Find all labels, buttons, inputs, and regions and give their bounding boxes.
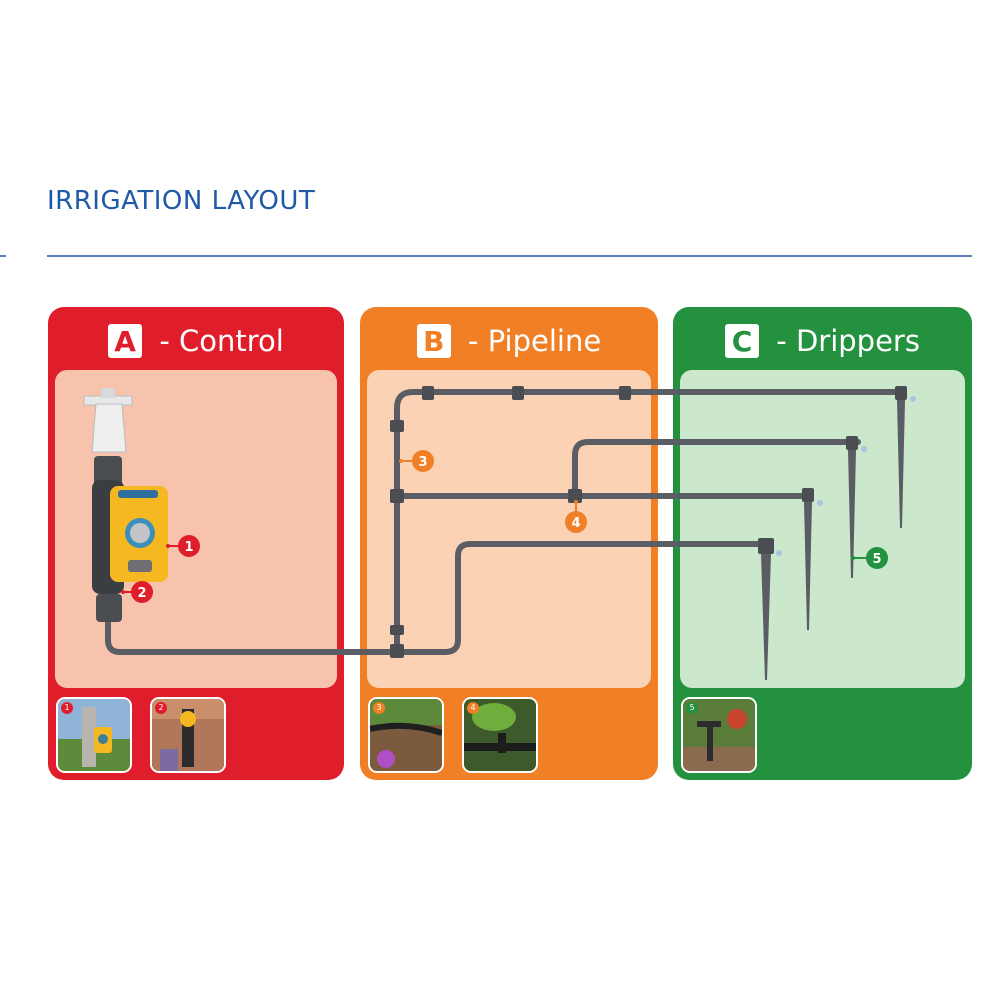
tap-icon xyxy=(91,403,127,453)
photo-tee-connector: 4 xyxy=(462,697,538,773)
panel-control-header: A - Control xyxy=(48,323,344,359)
photo-pipe-in-soil: 3 xyxy=(368,697,444,773)
photo-number: 3 xyxy=(373,702,385,714)
panel-pipeline-header: B - Pipeline xyxy=(360,323,658,359)
callout-number: 2 xyxy=(137,586,146,601)
tee-connector-icon xyxy=(390,489,404,503)
panel-pipeline-area xyxy=(367,370,651,688)
title-divider xyxy=(47,255,972,257)
callout-number: 5 xyxy=(872,552,881,567)
callout-number: 3 xyxy=(418,455,427,470)
panel-drippers-letter: C xyxy=(725,324,760,358)
panel-pipeline-title: - Pipeline xyxy=(458,324,602,358)
pipe-network xyxy=(105,389,903,655)
page-title: IRRIGATION LAYOUT xyxy=(47,186,316,216)
divider-tick xyxy=(0,255,6,257)
hose-connector-icon xyxy=(96,594,122,622)
panel-drippers-area xyxy=(680,370,965,688)
photo-number: 4 xyxy=(467,702,479,714)
dripper-stake-icon xyxy=(758,538,782,680)
callout-3: 3 xyxy=(399,450,434,472)
panel-control-letter: A xyxy=(108,324,143,358)
tee-connector-icon xyxy=(568,489,582,503)
panel-drippers-header: C - Drippers xyxy=(673,323,972,359)
callout-4: 4 xyxy=(565,500,587,533)
dripper-stake-icon xyxy=(895,386,916,528)
tap-handle-icon xyxy=(83,395,133,406)
tee-connector-icon xyxy=(390,644,404,658)
callout-1: 1 xyxy=(166,535,200,557)
dripper-stake-icon xyxy=(802,488,823,630)
callout-number: 4 xyxy=(571,516,580,531)
pipe-connectors xyxy=(390,386,631,658)
callout-2: 2 xyxy=(121,581,153,603)
photo-tap-timer: 1 xyxy=(56,697,132,773)
panel-pipeline-letter: B xyxy=(416,324,451,358)
callouts: 1 2 3 4 5 xyxy=(121,450,888,603)
connector-icon xyxy=(512,386,524,400)
panel-control-title: - Control xyxy=(150,324,284,358)
photo-number: 2 xyxy=(155,702,167,714)
photo-number: 1 xyxy=(61,702,73,714)
drippers xyxy=(758,386,916,680)
supply-pipe xyxy=(105,541,773,655)
connector-icon xyxy=(390,625,404,635)
dripper-stake-icon xyxy=(846,436,867,578)
callout-number: 1 xyxy=(184,540,193,555)
main-riser-pipe xyxy=(394,389,903,655)
photo-dripper-stake: 5 xyxy=(681,697,757,773)
tap-connector-icon xyxy=(94,456,122,486)
panel-drippers: C - Drippers 5 xyxy=(673,307,972,780)
photo-number: 5 xyxy=(686,702,698,714)
connector-icon xyxy=(619,386,631,400)
tap-with-timer xyxy=(83,388,168,622)
upper-branch-pipe xyxy=(572,439,861,499)
callout-5: 5 xyxy=(851,547,888,569)
photo-tap-connector: 2 xyxy=(150,697,226,773)
panel-drippers-title: - Drippers xyxy=(767,324,920,358)
connector-icon xyxy=(422,386,434,400)
connector-icon xyxy=(390,420,404,432)
